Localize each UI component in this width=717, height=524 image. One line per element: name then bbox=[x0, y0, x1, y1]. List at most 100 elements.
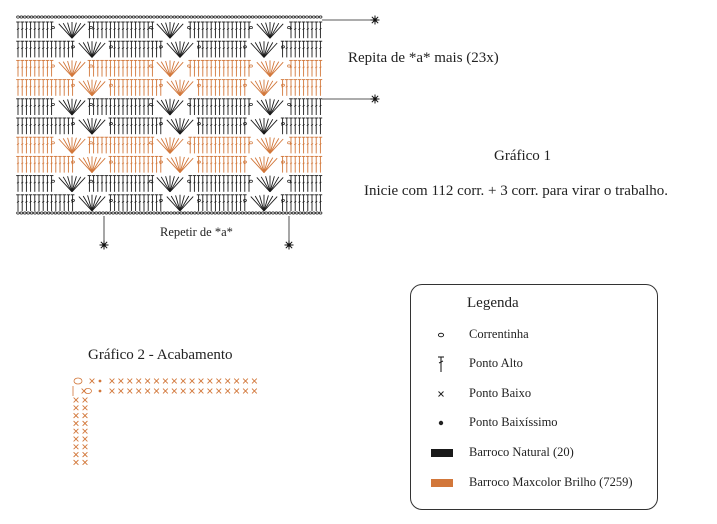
fan-stitch bbox=[254, 42, 265, 58]
ponto-alto-bar bbox=[302, 66, 305, 69]
ponto-alto-bar bbox=[58, 162, 62, 165]
ponto-baixo-stitch bbox=[73, 459, 79, 466]
ponto-alto-bar bbox=[201, 47, 205, 50]
ponto-alto-bar bbox=[121, 162, 125, 165]
ponto-alto-bar bbox=[33, 66, 37, 69]
legend-label: Barroco Natural (20) bbox=[469, 445, 574, 459]
chain-stitch bbox=[281, 15, 285, 19]
ponto-alto-bar bbox=[310, 200, 314, 203]
fan-stitch bbox=[170, 80, 181, 97]
fan-stitch bbox=[78, 196, 93, 212]
ponto-alto-bar bbox=[243, 104, 247, 107]
ponto-baixo-stitch bbox=[82, 412, 88, 419]
ponto-alto-bar bbox=[146, 200, 150, 203]
ponto-alto-bar bbox=[33, 28, 37, 30]
ponto-alto-bar bbox=[239, 85, 242, 88]
chain-stitch bbox=[121, 211, 126, 215]
ponto-alto-bar bbox=[226, 200, 230, 203]
ponto-alto-bar bbox=[121, 143, 125, 146]
fan-stitch bbox=[269, 61, 280, 77]
fan-stitch bbox=[67, 137, 73, 154]
ponto-alto-bar bbox=[125, 28, 129, 30]
ponto-alto-bar bbox=[230, 162, 234, 165]
ponto-alto-bar bbox=[298, 124, 301, 126]
ponto-alto-bar bbox=[142, 104, 146, 107]
ponto-baixo-stitch bbox=[73, 405, 79, 411]
chain-stitch bbox=[46, 15, 51, 19]
ponto-alto-bar bbox=[205, 124, 209, 126]
chain-stitch bbox=[26, 211, 30, 215]
chain-stitch bbox=[23, 211, 27, 215]
chain-stitch bbox=[243, 198, 247, 202]
ponto-alto-bar bbox=[130, 200, 133, 203]
ponto-alto-bar bbox=[142, 66, 146, 69]
chain-stitch bbox=[135, 15, 139, 19]
fan-stitch bbox=[263, 196, 278, 212]
fan-stitch bbox=[269, 177, 284, 193]
chain-stitch bbox=[249, 102, 253, 106]
ponto-alto-bar bbox=[193, 66, 196, 69]
chain-stitch bbox=[281, 83, 285, 87]
fan-stitch bbox=[259, 41, 265, 58]
chain-stitch bbox=[281, 211, 285, 215]
fan-stitch bbox=[269, 138, 284, 154]
ponto-alto-bar bbox=[117, 143, 121, 146]
legend-title: Legenda bbox=[467, 295, 519, 311]
ponto-alto-bar bbox=[226, 66, 230, 69]
ponto-alto-bar bbox=[230, 104, 234, 107]
fan-stitch bbox=[263, 80, 269, 96]
ponto-alto-bar bbox=[37, 143, 41, 146]
ponto-alto-bar bbox=[20, 200, 24, 203]
fan-stitch bbox=[265, 60, 271, 77]
ponto-alto-bar bbox=[201, 66, 205, 69]
chain-stitch bbox=[243, 45, 247, 49]
chain-stitch bbox=[149, 102, 153, 106]
chain-stitch bbox=[189, 15, 194, 19]
chain-stitch bbox=[94, 15, 98, 19]
ponto-alto-bar bbox=[319, 104, 322, 107]
chain-stitch bbox=[50, 15, 54, 19]
ponto-alto-bar bbox=[109, 143, 112, 146]
ponto-alto-bar bbox=[293, 200, 297, 203]
fan-stitch bbox=[169, 61, 180, 77]
ponto-alto-bar bbox=[146, 85, 150, 88]
ponto-alto-bar bbox=[205, 181, 209, 184]
ponto-alto-bar bbox=[214, 66, 217, 69]
ponto-alto-bar bbox=[209, 47, 213, 50]
chain-stitch bbox=[70, 15, 75, 19]
ponto-alto-bar bbox=[121, 28, 125, 30]
fan-stitch bbox=[62, 61, 73, 77]
legend-item-barroco-natural: Barroco Natural (20) bbox=[411, 442, 657, 464]
ponto-alto-bar bbox=[293, 47, 297, 50]
chain-stitch bbox=[243, 160, 247, 164]
ponto-alto-bar bbox=[289, 28, 293, 30]
chain-stitch bbox=[301, 15, 306, 19]
chain-stitch bbox=[125, 211, 129, 215]
chain-stitch bbox=[249, 179, 253, 183]
chain-stitch bbox=[91, 15, 95, 19]
ponto-alto-bar bbox=[201, 162, 205, 165]
ponto-alto-bar bbox=[226, 104, 230, 107]
ponto-alto-bar bbox=[41, 104, 45, 107]
ponto-baixo-stitch bbox=[162, 378, 169, 384]
ponto-alto-bar bbox=[16, 47, 20, 50]
fan-stitch bbox=[91, 118, 102, 135]
ponto-alto-bar bbox=[109, 104, 112, 107]
fan-stitch bbox=[62, 138, 73, 154]
ponto-alto-bar bbox=[29, 124, 32, 126]
chain-stitch bbox=[111, 15, 115, 19]
ponto-alto-bar bbox=[121, 85, 125, 88]
chain-stitch bbox=[278, 15, 282, 19]
ponto-alto-bar bbox=[41, 66, 45, 69]
legend-item-ponto-alto: Ponto Alto bbox=[411, 353, 657, 375]
ponto-alto-bar bbox=[96, 104, 100, 107]
ponto-alto-bar bbox=[104, 143, 108, 146]
ponto-alto-bar bbox=[20, 85, 24, 88]
ponto-alto-bar bbox=[100, 66, 104, 69]
fan-stitch bbox=[179, 81, 194, 97]
chain-stitch bbox=[135, 211, 139, 215]
fan-stitch bbox=[62, 99, 73, 116]
chain-stitch bbox=[40, 15, 44, 19]
ponto-alto-bar bbox=[209, 28, 213, 30]
